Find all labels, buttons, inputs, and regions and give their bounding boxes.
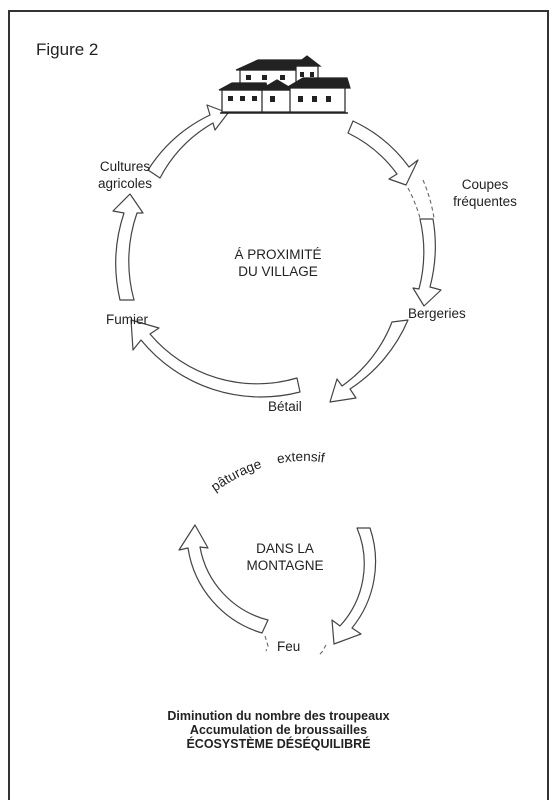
arrow-montagne-left	[178, 524, 269, 634]
arrow-fumier-to-cultures	[112, 193, 144, 301]
cultures-line-1: Cultures	[99, 159, 151, 174]
caption-line-3: ÉCOSYSTÈME DÉSÉQUILIBRÉ	[186, 737, 371, 751]
arrow-montagne-right	[331, 527, 377, 645]
caption-line-1: Diminution du nombre des troupeaux	[167, 709, 390, 723]
figure-frame	[8, 10, 549, 800]
cultures-line-2: agricoles	[97, 176, 153, 191]
bottom-cycle-center-label: DANS LA MONTAGNE	[225, 540, 345, 574]
arrow-bergeries-to-betail	[329, 319, 409, 403]
arrow-village-to-coupes	[347, 120, 419, 186]
dashed-connector-feu-right	[317, 644, 327, 657]
center-line-1: DANS LA	[256, 541, 314, 556]
center-line-2: MONTAGNE	[246, 558, 324, 573]
arrow-betail-to-fumier	[130, 319, 301, 398]
coupes-line-1: Coupes	[461, 177, 509, 192]
betail-label: Bétail	[268, 399, 302, 414]
center-line-1: Á PROXIMITÉ	[234, 247, 322, 262]
caption: Diminution du nombre des troupeaux Accum…	[0, 709, 557, 751]
village-icon	[218, 55, 351, 114]
cultures-label: Cultures agricoles	[80, 158, 170, 192]
arrow-coupes-to-bergeries	[412, 218, 442, 307]
caption-line-2: Accumulation de broussailles	[189, 723, 368, 737]
coupes-line-2: fréquentes	[453, 194, 517, 209]
bergeries-label: Bergeries	[408, 306, 466, 321]
center-line-2: DU VILLAGE	[238, 264, 318, 279]
dashed-connector-coupes	[407, 187, 421, 219]
dashed-connector-coupes-outer	[422, 179, 435, 219]
dashed-connector-feu-left	[264, 635, 269, 652]
figure-label: Figure 2	[36, 40, 99, 59]
feu-label: Feu	[277, 639, 301, 654]
top-cycle-center-label: Á PROXIMITÉ DU VILLAGE	[218, 246, 338, 280]
coupes-label: Coupes fréquentes	[440, 176, 530, 210]
fumier-label: Fumier	[106, 312, 149, 327]
